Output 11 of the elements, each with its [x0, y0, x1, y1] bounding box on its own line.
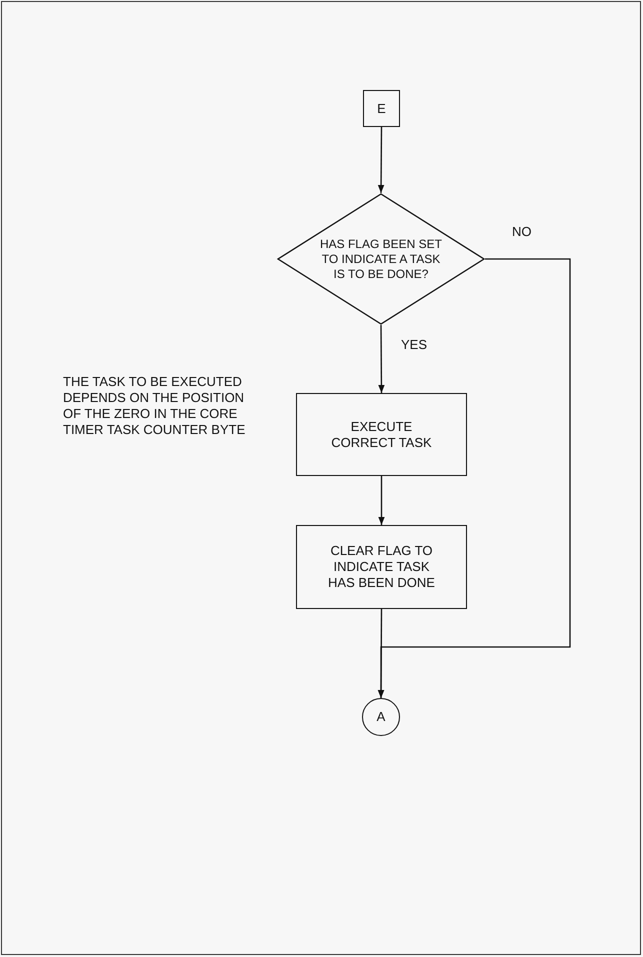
node-text: A — [376, 709, 386, 725]
connector-circle — [362, 698, 400, 736]
node-text: HAS FLAG BEEN SET TO INDICATE A TASK IS TO BE DONE? — [319, 236, 443, 282]
connector-box — [363, 90, 400, 127]
node-text: CLEAR FLAG TO INDICATE TASK HAS BEEN DONE — [327, 543, 436, 591]
node-text: EXECUTE CORRECT TASK — [330, 418, 433, 450]
process-box — [296, 393, 467, 476]
process-box — [296, 525, 467, 609]
decision-diamond — [277, 193, 485, 325]
node-text: E — [377, 100, 386, 116]
note-text: THE TASK TO BE EXECUTED DEPENDS ON THE POSITION OF THE ZERO IN THE CORE TIMER TASK COUNTER BYTE — [63, 374, 246, 438]
